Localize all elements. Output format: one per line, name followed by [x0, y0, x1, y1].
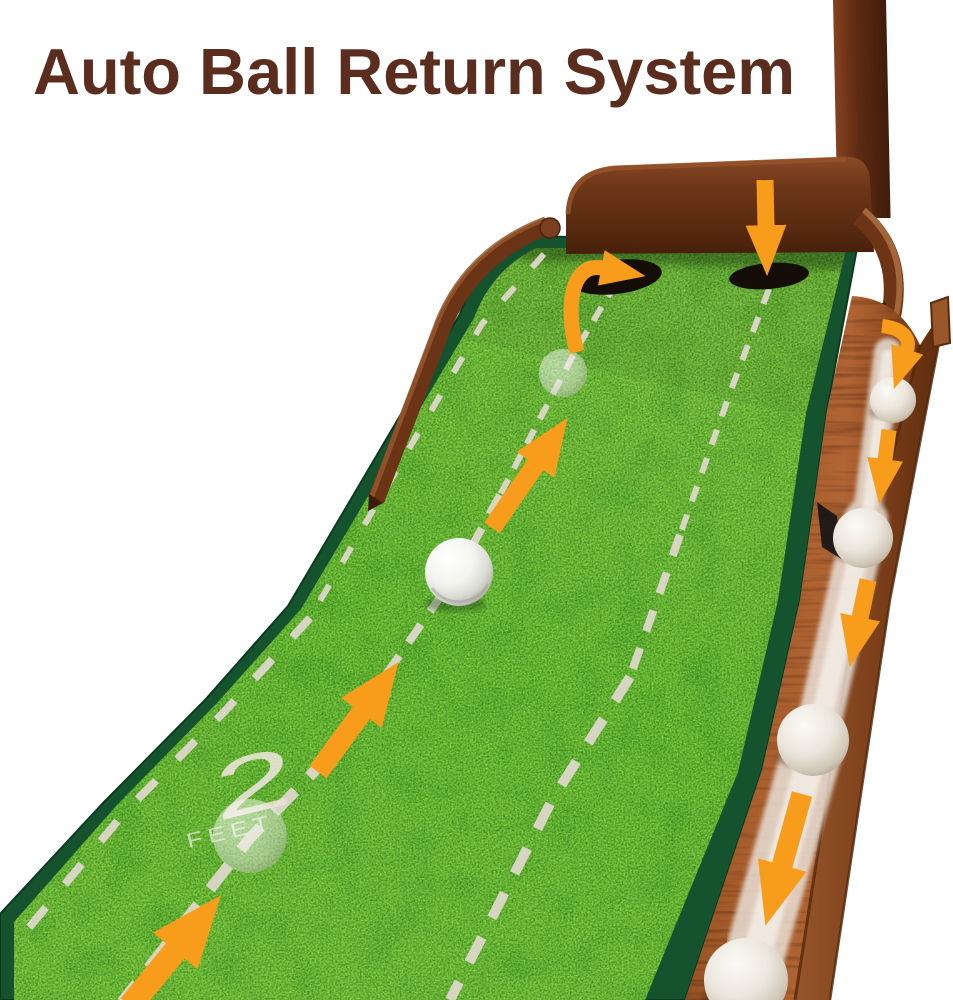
curved-arrow-icon [880, 319, 924, 390]
rolling-ball [425, 538, 493, 606]
left-side-rail [368, 216, 561, 511]
down-arrow-icon [840, 578, 881, 668]
up-arrow-icon [484, 417, 568, 534]
left-rail-highlight [369, 216, 546, 497]
ghost-ball-bottom-body [213, 799, 287, 873]
up-arrow-icon [120, 895, 221, 1000]
channel-rail-cap [929, 295, 952, 349]
channel-balls [701, 377, 916, 1000]
ghost-ball-top [539, 349, 587, 397]
up-arrow-icon [309, 662, 399, 779]
ghost-ball-bottom [213, 799, 287, 873]
channel-ball-2 [833, 508, 893, 568]
balls-on-green [213, 349, 587, 873]
lane-line-right [445, 287, 772, 1000]
curved-arrow-icon [563, 250, 646, 355]
ghost-ball-top-body [539, 349, 587, 397]
channel-rail-outer-edge [828, 337, 942, 1000]
left-rail-tip [368, 494, 383, 511]
backboard [566, 156, 874, 254]
backboard-top-highlight [565, 156, 847, 215]
channel-ball-3 [777, 704, 849, 776]
left-rail-cap [539, 217, 561, 239]
rolling-ball-dimple-shade [430, 583, 490, 604]
channel-arrows [758, 319, 924, 926]
down-arrow-icon [745, 179, 787, 277]
lane-right-far [677, 287, 772, 536]
channel-ball-4 [704, 938, 788, 1000]
edge-tick-line [18, 252, 547, 939]
lane-right-mid [626, 533, 684, 679]
putt-arrows [120, 179, 787, 1000]
down-arrow-icon [758, 791, 813, 926]
page-title: Auto Ball Return System [33, 35, 796, 108]
left-rail-body [368, 218, 552, 504]
channel-ball-1 [870, 377, 916, 423]
down-arrow-icon [867, 429, 903, 504]
edge-tick-line-near [18, 615, 313, 939]
edge-tick-line-far [307, 252, 547, 620]
